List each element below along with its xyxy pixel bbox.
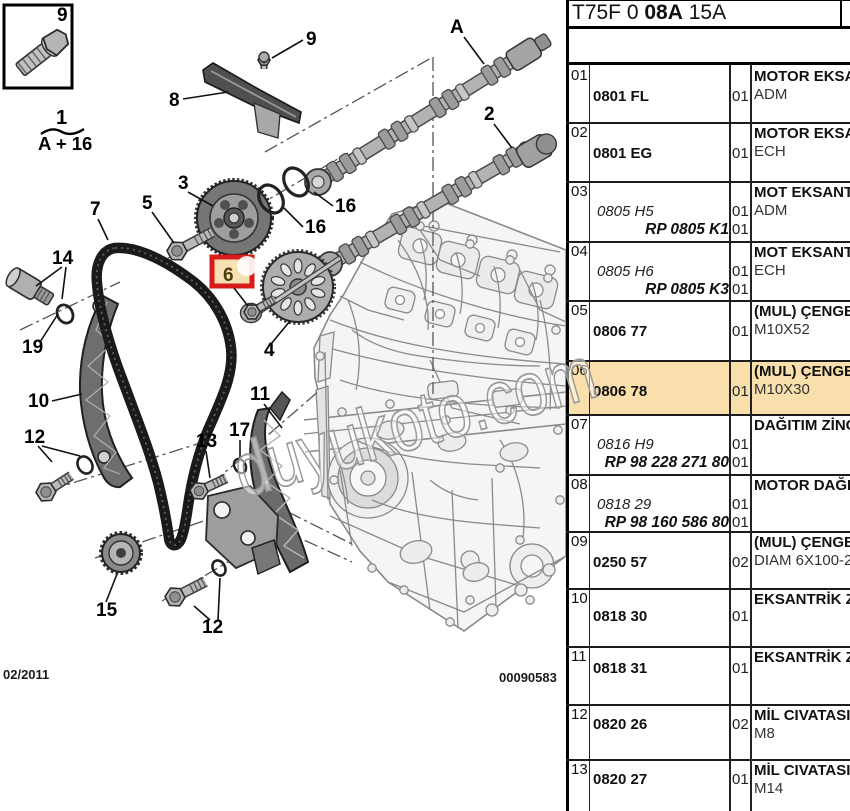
svg-text:7: 7 <box>90 199 101 220</box>
svg-text:13: 13 <box>196 431 217 452</box>
svg-text:8: 8 <box>169 90 180 111</box>
svg-text:9: 9 <box>306 29 317 50</box>
svg-text:14: 14 <box>52 248 74 269</box>
svg-text:6: 6 <box>223 265 234 286</box>
svg-text:A: A <box>450 17 464 38</box>
svg-text:A + 16: A + 16 <box>38 133 92 154</box>
svg-text:15: 15 <box>96 600 118 621</box>
svg-text:02/2011: 02/2011 <box>3 667 49 682</box>
svg-text:12: 12 <box>202 617 223 638</box>
svg-text:5: 5 <box>142 193 153 214</box>
svg-text:10: 10 <box>28 391 49 412</box>
svg-text:17: 17 <box>229 420 250 441</box>
svg-text:4: 4 <box>264 340 275 361</box>
svg-text:9: 9 <box>57 5 68 26</box>
svg-text:00090583: 00090583 <box>499 670 557 685</box>
svg-text:11: 11 <box>250 384 271 405</box>
svg-text:19: 19 <box>22 337 43 358</box>
svg-text:1: 1 <box>56 107 67 129</box>
svg-text:16: 16 <box>335 196 356 217</box>
svg-text:12: 12 <box>24 427 45 448</box>
svg-text:3: 3 <box>178 173 189 194</box>
svg-text:16: 16 <box>305 217 326 238</box>
svg-text:2: 2 <box>484 104 495 125</box>
